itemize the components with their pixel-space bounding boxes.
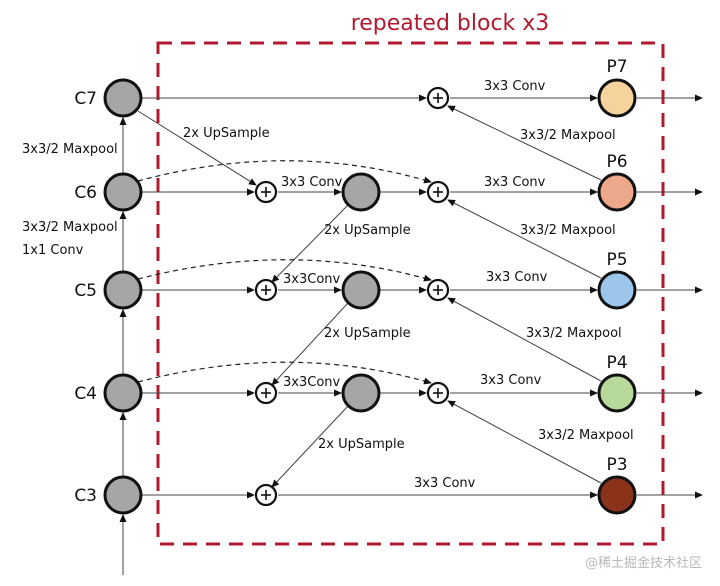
c7-label: C7 (74, 89, 97, 109)
p7-label: P7 (606, 57, 627, 77)
skip-edges (137, 160, 432, 385)
p4-maxpool-edge (447, 297, 602, 382)
p4-label: P4 (606, 353, 627, 373)
c4-node (103, 373, 143, 413)
sum-b7-node (426, 86, 450, 110)
mid5-upsample-edge (271, 302, 349, 386)
p5-conv-label: 3x3 Conv (486, 270, 548, 285)
p3-label: P3 (606, 455, 627, 475)
c6-to-c7-maxpool-label: 3x3/2 Maxpool (22, 142, 118, 157)
c5-skip-edge (137, 259, 432, 282)
watermark: @稀土掘金技术社区 (585, 555, 702, 571)
p6-node (597, 172, 637, 212)
repeated-block-box (156, 41, 665, 546)
c5-node (103, 270, 143, 310)
p3-maxpool-label: 3x3/2 Maxpool (538, 428, 634, 443)
intermediate-nodes (341, 172, 381, 413)
c4-label: C4 (74, 384, 97, 404)
c3-node (103, 475, 143, 515)
sum-a5-node (254, 278, 278, 302)
c4-skip-edge (137, 361, 432, 385)
p4-node (597, 373, 637, 413)
output-nodes: P7 P6 P5 P4 P3 (597, 57, 637, 515)
upsample-edges (137, 110, 349, 488)
edge-labels: 2x UpSample 3x3 Conv 3x3/2 Maxpool 3x3 C… (183, 79, 634, 491)
p7-conv-label: 3x3 Conv (484, 79, 546, 94)
c5-conv-label: 3x3Conv (283, 272, 341, 287)
p6-conv-label: 3x3 Conv (484, 175, 546, 190)
p3-node (597, 475, 637, 515)
c6-node (103, 172, 143, 212)
sum-b4-node (426, 381, 450, 405)
p3-maxpool-edge (447, 400, 602, 484)
sum-b6-node (426, 180, 450, 204)
p5-maxpool-label: 3x3/2 Maxpool (520, 223, 616, 238)
c5-label: C5 (74, 281, 97, 301)
c5-to-c6-conv-label: 1x1 Conv (22, 243, 84, 258)
mid6-upsample-label: 2x UpSample (324, 223, 411, 238)
mid4-upsample-label: 2x UpSample (318, 437, 405, 452)
sum-nodes (254, 86, 450, 507)
c5-to-c6-maxpool-label: 3x3/2 Maxpool (22, 220, 118, 235)
p6-label: P6 (606, 152, 627, 172)
sum-b5-node (426, 278, 450, 302)
block-title: repeated block x3 (351, 11, 550, 36)
c6-label: C6 (74, 183, 97, 203)
c7-upsample-label: 2x UpSample (183, 126, 270, 141)
p6-maxpool-label: 3x3/2 Maxpool (520, 128, 616, 143)
mid5-upsample-label: 2x UpSample (324, 326, 411, 341)
c6-skip-edge (137, 160, 432, 184)
p7-node (597, 78, 637, 118)
p6-maxpool-edge (447, 105, 602, 181)
mid6-upsample-edge (271, 204, 349, 283)
mid4-node (341, 373, 381, 413)
sum-a6-node (254, 180, 278, 204)
c7-node (103, 78, 143, 118)
sum-a4-node (254, 381, 278, 405)
p4-maxpool-label: 3x3/2 Maxpool (526, 326, 622, 341)
c3-label: C3 (74, 486, 97, 506)
p3-conv-label: 3x3 Conv (414, 476, 476, 491)
mid5-node (341, 270, 381, 310)
maxpool-edges (447, 105, 602, 484)
mid6-node (341, 172, 381, 212)
c6-conv-label: 3x3 Conv (281, 175, 343, 190)
horizontal-edges (141, 94, 703, 499)
c4-conv-label: 3x3Conv (283, 375, 341, 390)
p5-node (597, 270, 637, 310)
p5-label: P5 (606, 250, 627, 270)
p4-conv-label: 3x3 Conv (480, 373, 542, 388)
backbone-nodes: C7 C6 C5 C4 C3 (74, 78, 143, 515)
mid4-upsample-edge (271, 405, 349, 488)
c7-upsample-edge (137, 110, 257, 186)
p5-maxpool-edge (447, 199, 602, 279)
sum-a3-node (254, 483, 278, 507)
